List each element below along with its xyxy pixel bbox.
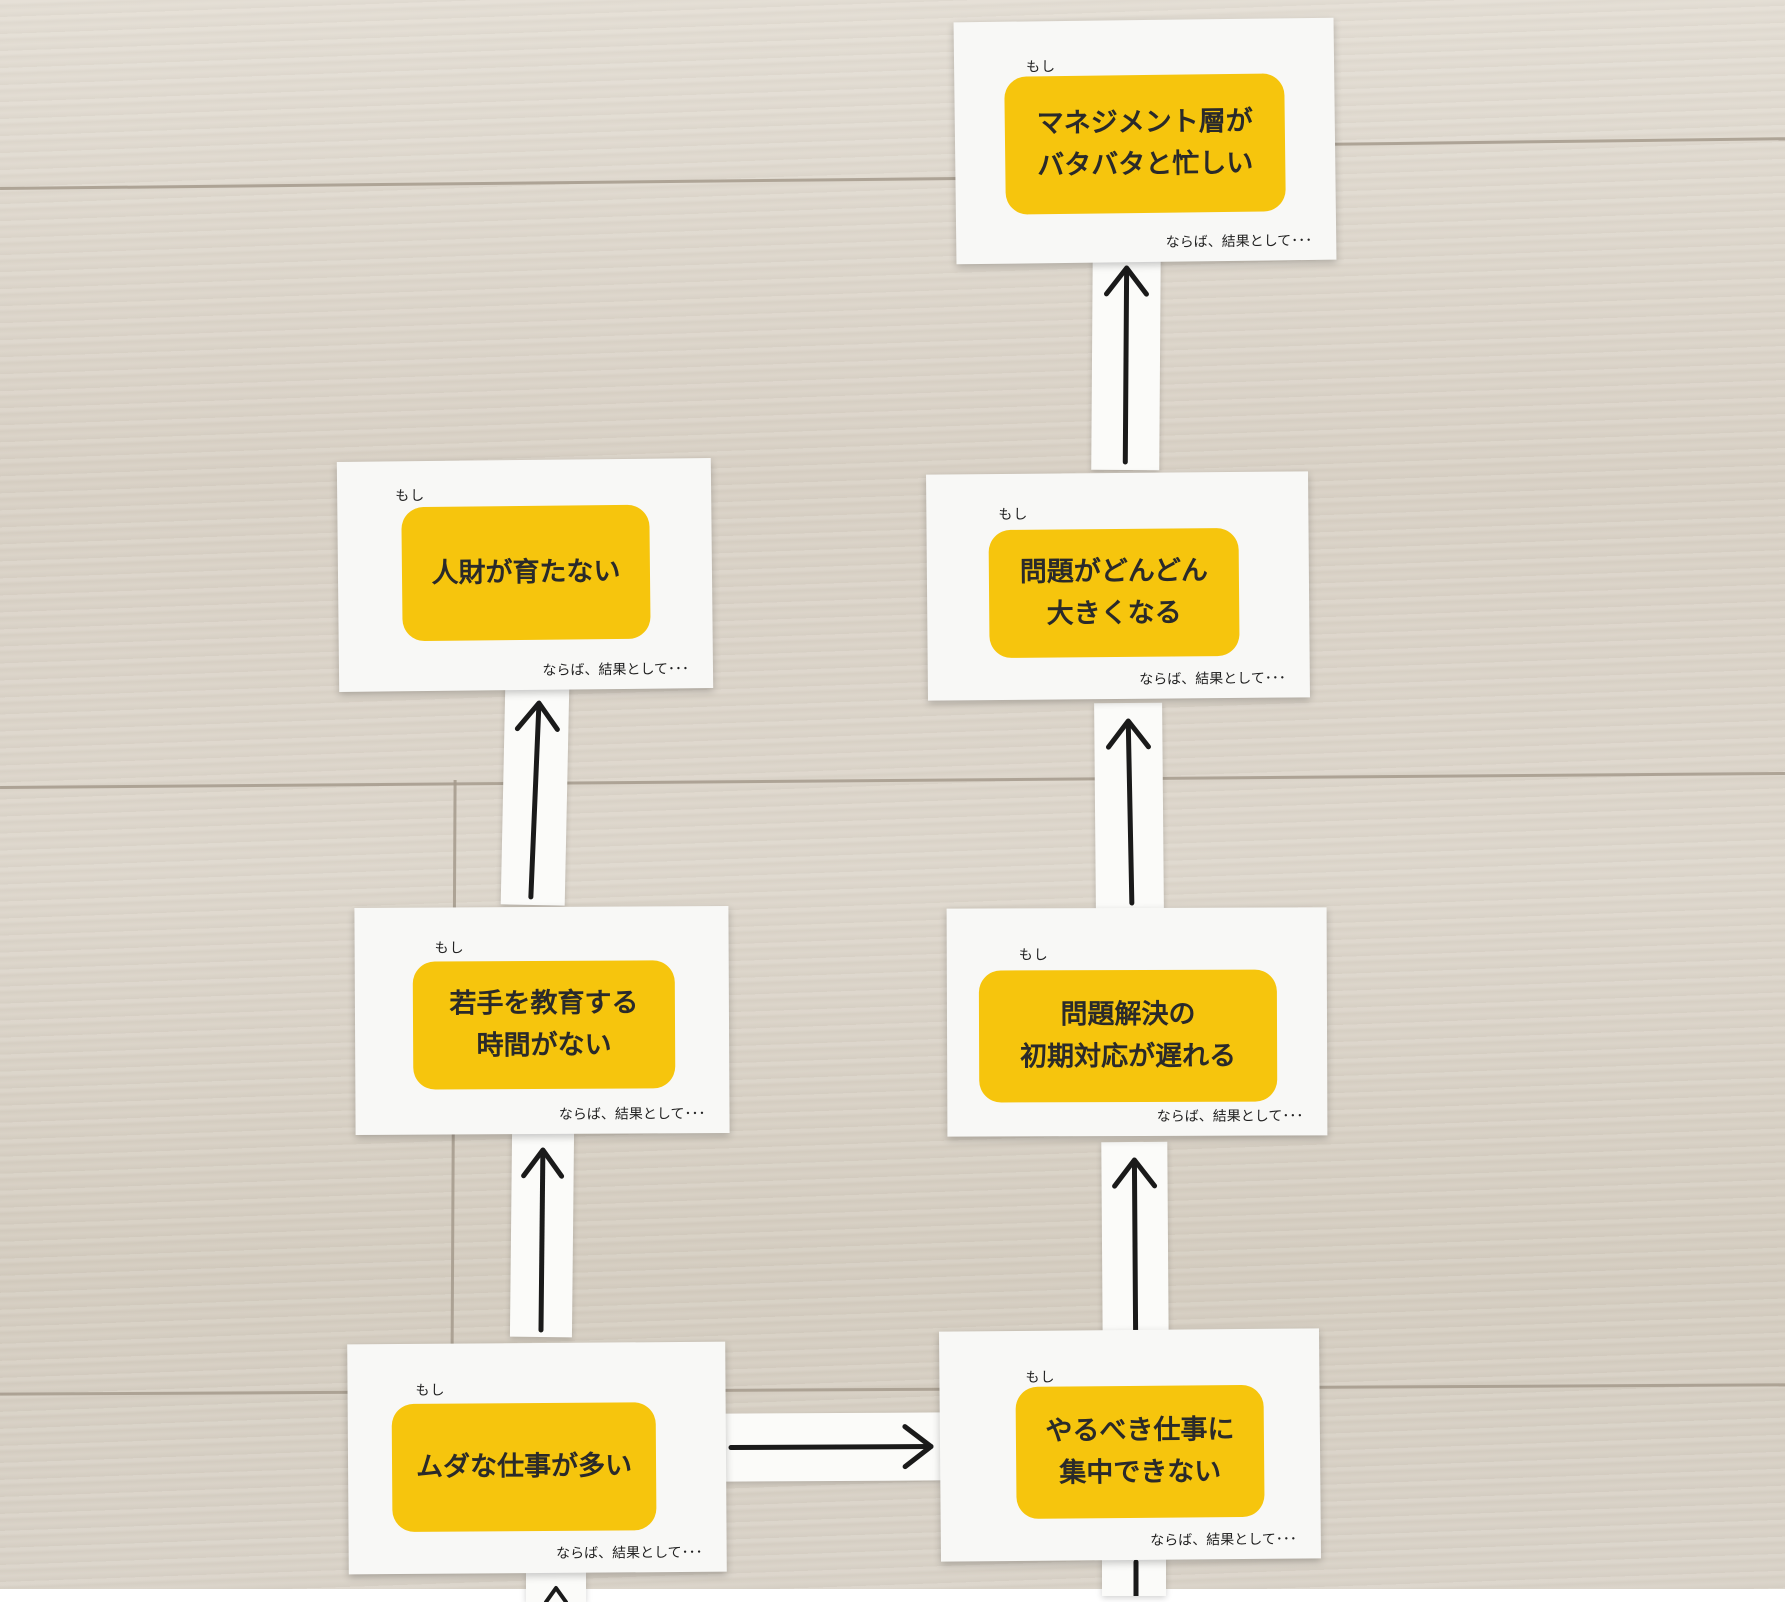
card-suffix: ならば、結果として･･･: [556, 1544, 703, 1562]
arrow-strip-partial: [1102, 1556, 1166, 1596]
arrow-line-icon: [1133, 1559, 1139, 1596]
up-arrow-icon: [521, 1147, 565, 1333]
card-management-busy[interactable]: もし マネジメント層が バタバタと忙しい ならば、結果として･･･: [953, 17, 1337, 265]
card-suffix: ならば、結果として･･･: [1139, 670, 1286, 688]
card-late-initial-response[interactable]: もし 問題解決の 初期対応が遅れる ならば、結果として･･･: [946, 907, 1328, 1137]
card-prefix: もし: [1025, 59, 1057, 76]
card-label: マネジメント層が バタバタと忙しい: [1004, 73, 1286, 215]
up-arrow-icon: [544, 1586, 568, 1602]
card-label: 人財が育たない: [401, 504, 651, 642]
arrow-strip: [1094, 702, 1164, 912]
card-prefix: もし: [395, 488, 426, 505]
arrow-strip-partial: [526, 1572, 586, 1602]
arrow-strip: [500, 684, 570, 906]
card-label: やるべき仕事に 集中できない: [1015, 1384, 1265, 1519]
arrow-strip: [1091, 249, 1161, 471]
card-problems-grow[interactable]: もし 問題がどんどん 大きくなる ならば、結果として･･･: [926, 471, 1310, 701]
arrow-strip: [1101, 1141, 1169, 1348]
card-suffix: ならば、結果として･･･: [1156, 1108, 1304, 1125]
card-suffix: ならば、結果として･･･: [1150, 1531, 1297, 1549]
card-suffix: ならば、結果として･･･: [558, 1106, 706, 1123]
up-arrow-icon: [1103, 265, 1149, 465]
card-no-time-to-train[interactable]: もし 若手を教育する 時間がない ならば、結果として･･･: [354, 906, 730, 1135]
card-prefix: もし: [415, 1382, 446, 1399]
right-arrow-icon: [728, 1424, 934, 1470]
arrow-strip: [724, 1412, 944, 1482]
card-much-wasted-work[interactable]: もし ムダな仕事が多い ならば、結果として･･･: [347, 1341, 727, 1575]
arrow-strip: [509, 1131, 575, 1338]
card-label: 問題がどんどん 大きくなる: [988, 527, 1240, 659]
card-suffix: ならば、結果として･･･: [1165, 232, 1313, 251]
card-prefix: もし: [1018, 947, 1049, 964]
card-prefix: もし: [1025, 1369, 1056, 1386]
card-suffix: ならば、結果として･･･: [542, 661, 690, 679]
card-cannot-focus[interactable]: もし やるべき仕事に 集中できない ならば、結果として･･･: [939, 1328, 1321, 1562]
up-arrow-icon: [1105, 718, 1151, 906]
up-arrow-icon: [1112, 1157, 1158, 1343]
up-arrow-icon: [514, 700, 560, 900]
card-label: ムダな仕事が多い: [391, 1402, 657, 1533]
card-label: 問題解決の 初期対応が遅れる: [978, 969, 1278, 1103]
card-talent-not-growing[interactable]: もし 人財が育たない ならば、結果として･･･: [336, 458, 714, 692]
card-label: 若手を教育する 時間がない: [412, 960, 676, 1090]
card-prefix: もし: [434, 940, 465, 957]
card-prefix: もし: [998, 506, 1029, 524]
